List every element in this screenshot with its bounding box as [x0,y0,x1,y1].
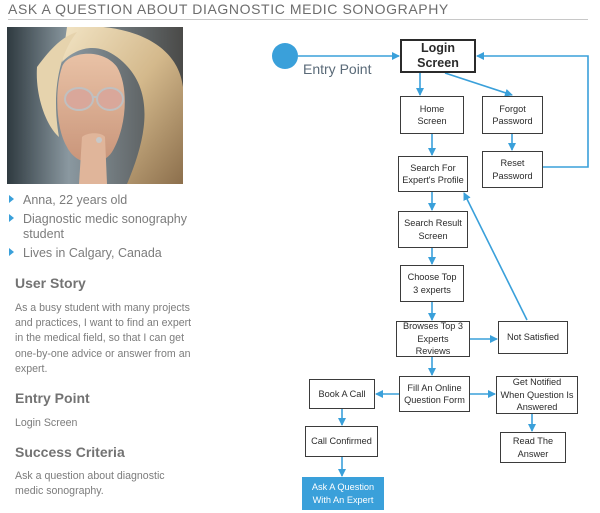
entry-point-label: Entry Point [303,61,372,77]
persona-photo-illustration [7,27,183,184]
user-story-text: As a busy student with many projects and… [15,302,192,375]
success-criteria-text: Ask a question about diagnostic medic so… [15,470,165,498]
node-book-a-call: Book A Call [309,379,375,409]
node-forgot-password: Forgot Password [482,96,543,134]
entry-point-heading: Entry Point [15,390,90,406]
entry-point-dot [272,43,298,69]
edge-login-forgot [444,72,513,97]
node-read-the-answer: Read The Answer [500,432,566,463]
page-title: ASK A QUESTION ABOUT DIAGNOSTIC MEDIC SO… [8,1,449,17]
bullet-icon [9,247,14,256]
node-fill-question-form: Fill An Online Question Form [399,376,470,412]
persona-fact-age: Anna, 22 years old [8,193,188,209]
persona-photo [7,27,183,184]
title-divider [8,19,588,20]
success-criteria-heading: Success Criteria [15,444,125,460]
persona-facts: Anna, 22 years old Diagnostic medic sono… [8,193,188,264]
node-reset-password: Reset Password [482,151,543,188]
edge-reset-login [476,52,589,168]
bullet-icon [9,195,14,203]
edge-notsatisfied-search [463,192,528,321]
persona-fact-location: Lives in Calgary, Canada [8,246,188,262]
node-choose-top-experts: Choose Top 3 experts [400,265,464,302]
user-story-heading: User Story [15,275,86,291]
persona-fact-occupation: Diagnostic medic sonography student [8,212,188,243]
node-search-result-screen: Search Result Screen [398,211,468,248]
node-browse-reviews: Browses Top 3 Experts Reviews [396,321,470,357]
node-home-screen: Home Screen [400,96,464,134]
node-ask-expert: Ask A Question With An Expert [302,477,384,510]
node-call-confirmed: Call Confirmed [305,426,378,457]
entry-point-text: Login Screen [15,417,78,429]
node-get-notified: Get Notified When Question Is Answered [496,376,578,414]
node-not-satisfied: Not Satisfied [498,321,568,354]
node-login-screen: Login Screen [400,39,476,73]
bullet-icon [9,213,14,222]
node-search-expert-profile: Search For Expert's Profile [398,156,468,192]
